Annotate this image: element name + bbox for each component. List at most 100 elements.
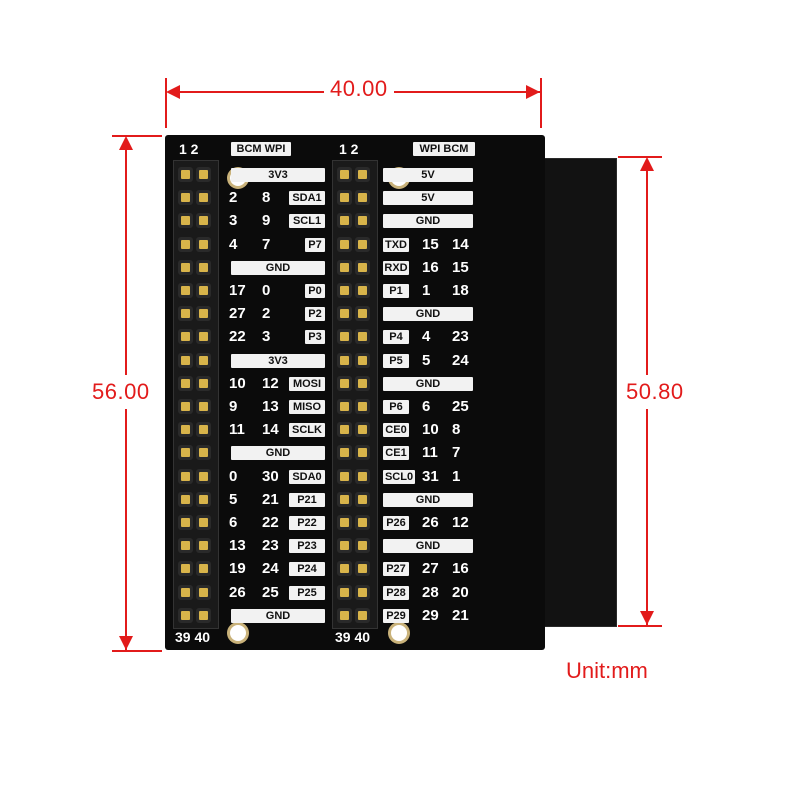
- header-pin: [358, 587, 367, 597]
- header-pin: [199, 564, 208, 574]
- right-pin-name: CE1: [383, 446, 409, 461]
- left-pin-name: SDA1: [289, 191, 325, 206]
- left-column-title: BCM WPI: [231, 142, 291, 156]
- left-bcm-number: 6: [229, 514, 238, 531]
- left-bcm-number: 3: [229, 212, 238, 230]
- header-pin: [358, 239, 367, 249]
- header-pin: [181, 518, 190, 527]
- left-pin-name: P3: [305, 330, 325, 345]
- header-pin: [199, 355, 208, 365]
- left-bcm-number: 19: [229, 560, 246, 578]
- header-pin: [340, 402, 349, 411]
- dim-top-right-arrow: [526, 85, 540, 99]
- right-bcm-number: 1: [452, 467, 461, 485]
- right-bcm-number: 7: [452, 444, 461, 462]
- left-bcm-number: 17: [229, 282, 246, 299]
- header-pin: [358, 402, 367, 411]
- right-wpi-number: 5: [422, 351, 431, 369]
- left-wpi-number: 22: [262, 514, 279, 531]
- left-pin-name: P21: [289, 492, 325, 507]
- header-pin: [181, 587, 190, 597]
- right-wpi-number: 27: [422, 560, 439, 578]
- dim-top-left-tick: [165, 78, 167, 128]
- right-wpi-number: 31: [422, 467, 439, 485]
- header-pin: [340, 564, 349, 574]
- header-pin: [358, 425, 367, 435]
- header-pin: [340, 425, 349, 435]
- header-pin: [358, 518, 367, 527]
- right-wpi-number: 4: [422, 328, 431, 346]
- header-pin: [181, 216, 190, 226]
- header-pin: [340, 193, 349, 203]
- right-power-label: 5V: [383, 191, 473, 206]
- left-wpi-number: 25: [262, 583, 279, 601]
- header-pin: [181, 541, 190, 551]
- right-wpi-number: 29: [422, 606, 439, 624]
- right-bcm-number: 14: [452, 235, 469, 253]
- header-pin: [358, 309, 367, 319]
- header-pin: [358, 471, 367, 481]
- header-pin: [181, 494, 190, 504]
- header-pin: [340, 448, 349, 458]
- left-pin-name: P25: [289, 585, 325, 600]
- left-bcm-number: 2: [229, 189, 238, 207]
- right-pin-name: TXD: [383, 237, 409, 252]
- header-pin: [358, 170, 367, 179]
- right-power-label: GND: [383, 376, 473, 391]
- right-bcm-number: 20: [452, 583, 469, 601]
- left-power-label: GND: [231, 446, 325, 461]
- header-pin: [340, 587, 349, 597]
- dim-right-bottom-tick: [618, 625, 662, 627]
- middle-header-top-label: 1 2: [339, 141, 359, 157]
- left-pin-name: P2: [305, 307, 325, 322]
- right-pin-name: P5: [383, 353, 409, 368]
- right-power-label: GND: [383, 492, 473, 507]
- left-bcm-number: 9: [229, 398, 238, 415]
- header-pin: [181, 262, 190, 272]
- left-wpi-number: 12: [262, 374, 279, 392]
- dim-left-top-tick: [112, 135, 162, 137]
- left-pin-name: SDA0: [289, 469, 325, 484]
- header-pin: [340, 378, 349, 388]
- header-pin: [199, 170, 208, 179]
- header-pin: [340, 355, 349, 365]
- header-pin: [358, 448, 367, 458]
- header-pin: [199, 425, 208, 435]
- left-bcm-number: 5: [229, 490, 238, 508]
- right-bcm-number: 12: [452, 514, 469, 531]
- header-pin: [199, 494, 208, 504]
- header-pin: [199, 378, 208, 388]
- left-wpi-number: 8: [262, 189, 271, 207]
- left-wpi-number: 9: [262, 212, 271, 230]
- header-pin: [358, 378, 367, 388]
- right-wpi-number: 28: [422, 583, 439, 601]
- header-pin: [358, 193, 367, 203]
- header-pin: [181, 239, 190, 249]
- dim-left-text: 56.00: [92, 375, 150, 409]
- header-pin: [199, 471, 208, 481]
- right-pin-name: P26: [383, 516, 409, 530]
- header-pin: [340, 471, 349, 481]
- header-pin: [199, 518, 208, 527]
- left-pin-name: MOSI: [289, 376, 325, 391]
- header-pin: [181, 610, 190, 620]
- header-pin: [199, 587, 208, 597]
- left-pin-name: P7: [305, 237, 325, 252]
- right-pin-name: P27: [383, 562, 409, 577]
- dim-left-bottom-arrow: [119, 636, 133, 650]
- header-pin: [358, 262, 367, 272]
- right-bcm-number: 16: [452, 560, 469, 578]
- header-pin: [199, 239, 208, 249]
- left-pin-name: SCLK: [289, 423, 325, 438]
- left-bcm-number: 11: [229, 421, 245, 439]
- right-pin-name: CE0: [383, 423, 409, 438]
- right-wpi-number: 15: [422, 235, 439, 253]
- right-wpi-number: 26: [422, 514, 439, 531]
- header-pin: [340, 494, 349, 504]
- header-pin: [340, 286, 349, 295]
- right-wpi-number: 10: [422, 421, 439, 439]
- left-power-label: GND: [231, 608, 325, 623]
- header-pin: [181, 286, 190, 295]
- dim-left-top-arrow: [119, 136, 133, 150]
- header-pin: [199, 402, 208, 411]
